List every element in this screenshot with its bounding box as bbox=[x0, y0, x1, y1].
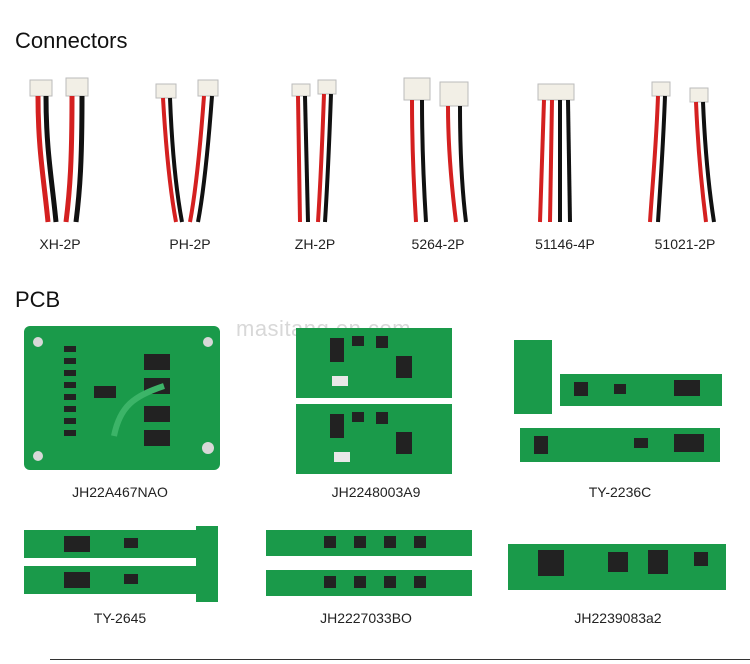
pcb-jh2239083a2-image bbox=[508, 544, 726, 590]
pcb-label-jh22a467nao: JH22A467NAO bbox=[72, 484, 168, 500]
connector-xh-2p-image bbox=[29, 77, 89, 223]
pcb-ty-2236c-image bbox=[514, 340, 722, 462]
connector-label-51021-2p: 51021-2P bbox=[654, 236, 716, 252]
pcb-jh2248003a9-image bbox=[296, 328, 452, 474]
pcb-label-jh2248003a9: JH2248003A9 bbox=[331, 484, 421, 500]
bottom-divider bbox=[50, 659, 750, 660]
pcb-label-ty-2236c: TY-2236C bbox=[588, 484, 652, 500]
connector-label-5264-2p: 5264-2P bbox=[411, 236, 465, 252]
connector-51146-4p-image bbox=[537, 83, 575, 223]
connectors-illustration bbox=[29, 77, 716, 223]
connector-5264-2p-image bbox=[403, 77, 469, 223]
pcb-label-jh2239083a2: JH2239083a2 bbox=[574, 610, 662, 626]
connector-ph-2p-image bbox=[155, 79, 219, 223]
pcb-jh2227033bo-image bbox=[266, 530, 472, 596]
connector-zh-2p-image bbox=[291, 79, 337, 223]
pcb-label-jh2227033bo: JH2227033BO bbox=[320, 610, 412, 626]
pcb-jh22a467nao-image bbox=[24, 326, 220, 470]
pcb-ty-2645-image bbox=[24, 526, 218, 602]
pcb-title: PCB bbox=[15, 287, 61, 312]
pcb-label-ty-2645: TY-2645 bbox=[93, 610, 147, 626]
connector-label-51146-4p: 51146-4P bbox=[535, 236, 595, 252]
connector-51021-2p-image bbox=[648, 81, 716, 223]
connector-label-zh-2p: ZH-2P bbox=[294, 236, 336, 252]
connector-label-xh-2p: XH-2P bbox=[39, 236, 81, 252]
connector-label-ph-2p: PH-2P bbox=[169, 236, 211, 252]
connectors-title: Connectors bbox=[15, 28, 128, 53]
